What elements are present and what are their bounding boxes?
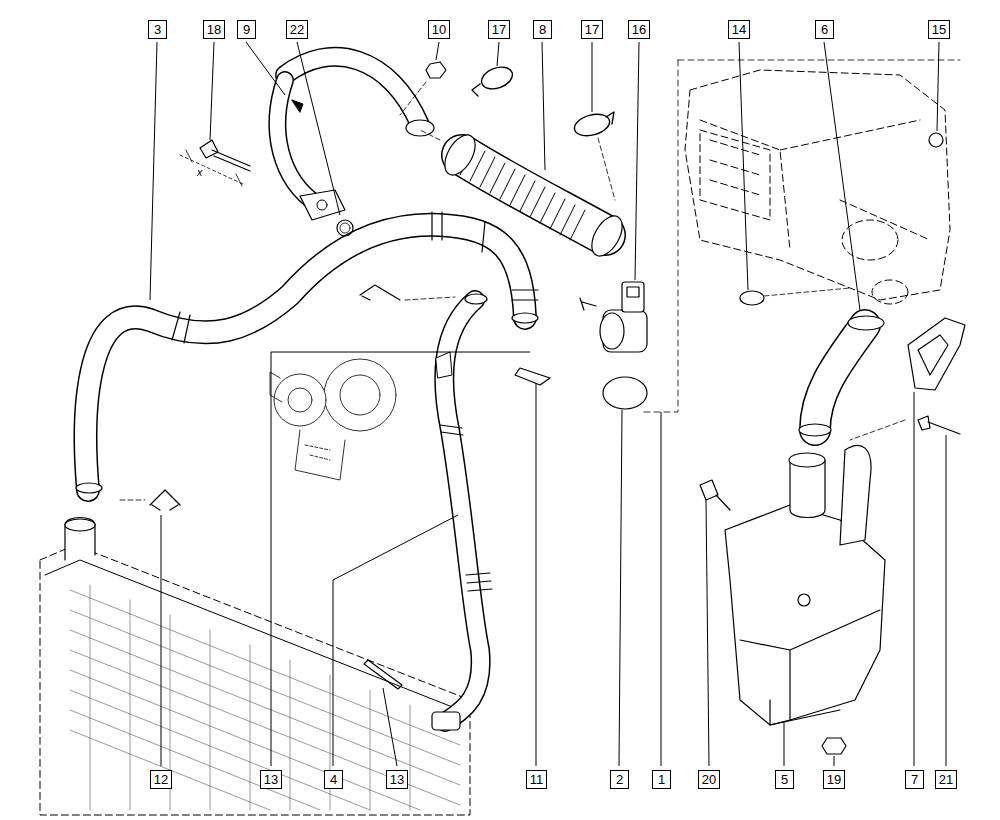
callout-box: 19	[823, 770, 845, 789]
callout-number: 22	[290, 23, 304, 37]
spring-clip	[120, 285, 550, 689]
callout-box: 22	[286, 20, 308, 39]
callout-box: 5	[775, 770, 794, 789]
callout-box: 17	[581, 20, 603, 39]
callout-box: 6	[815, 20, 834, 39]
callout-number: 2	[616, 773, 623, 787]
grommet	[740, 133, 943, 305]
callout-number: 20	[702, 773, 716, 787]
air-filter-box	[685, 70, 950, 304]
callout-number: 3	[154, 23, 161, 37]
callout-box: 4	[324, 770, 343, 789]
callout-box: 17	[488, 20, 510, 39]
callout-number: 1	[658, 773, 665, 787]
callout-box: 7	[905, 770, 924, 789]
callout-number: 8	[539, 23, 546, 37]
turbocharger	[270, 359, 396, 480]
callout-box: 9	[237, 20, 256, 39]
callout-number: 19	[827, 773, 841, 787]
callout-box: 10	[428, 20, 450, 39]
callout-number: 12	[154, 773, 168, 787]
intercooler	[40, 518, 470, 816]
callout-number: 15	[932, 23, 946, 37]
callout-box: 20	[698, 770, 720, 789]
metal-pipe	[277, 57, 434, 236]
callout-number: 11	[530, 773, 544, 787]
callout-number: 4	[330, 773, 337, 787]
callout-box: 21	[935, 770, 957, 789]
turbo-hose	[432, 294, 492, 730]
callout-box: 14	[728, 20, 750, 39]
callout-box: 2	[610, 770, 629, 789]
air-hose	[799, 316, 884, 436]
callout-number: 18	[207, 23, 221, 37]
gasket	[850, 318, 965, 440]
callout-number: 14	[732, 23, 746, 37]
callout-box: 13	[260, 770, 282, 789]
callout-box: 1	[652, 770, 671, 789]
callout-number: 7	[911, 773, 918, 787]
callout-box: 16	[628, 20, 650, 39]
callout-number: 16	[632, 23, 646, 37]
airflow-sensor	[580, 60, 960, 412]
corrugated-duct	[420, 130, 628, 261]
callout-number: 21	[939, 773, 953, 787]
bolt	[180, 140, 250, 186]
hose-clamp	[472, 63, 615, 200]
callout-number: 13	[390, 773, 404, 787]
callout-number: 17	[585, 23, 599, 37]
dimension-label: x	[196, 166, 204, 178]
callout-number: 10	[432, 23, 446, 37]
callout-box: 13	[386, 770, 408, 789]
callout-box: 12	[150, 770, 172, 789]
callout-number: 13	[264, 773, 278, 787]
callout-number: 5	[781, 773, 788, 787]
callout-box: 18	[203, 20, 225, 39]
callout-box: 3	[148, 20, 167, 39]
leader-lines	[150, 42, 946, 766]
callout-box: 8	[533, 20, 552, 39]
callout-box: 11	[526, 770, 547, 789]
callout-number: 6	[821, 23, 828, 37]
callout-number: 17	[492, 23, 506, 37]
resonator	[700, 445, 885, 754]
callout-box: 15	[928, 20, 950, 39]
callout-number: 9	[243, 23, 250, 37]
nut	[400, 62, 446, 115]
